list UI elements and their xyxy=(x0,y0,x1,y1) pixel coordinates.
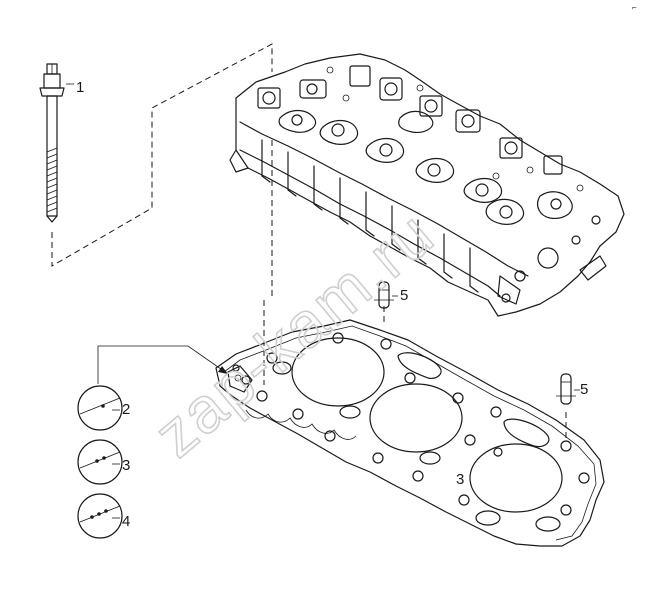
dowel-pin-left xyxy=(374,281,398,309)
gasket-variant-3-notch xyxy=(77,493,123,539)
watermark: zap-kam.ru xyxy=(141,197,448,471)
callout-dowel-right: 5 xyxy=(580,381,588,398)
cylinder-head xyxy=(229,53,625,317)
callout-gasket-variant-b: 3 xyxy=(122,457,130,474)
callout-gasket-variant-c: 4 xyxy=(122,513,130,530)
gasket-variant-2-notch xyxy=(77,439,123,485)
callout-gasket-variant-a: 2 xyxy=(122,401,130,418)
assembly-dashed-lines xyxy=(51,43,567,440)
callout-bolt: 1 xyxy=(76,79,84,96)
head-bolt xyxy=(39,63,74,223)
dowel-pin-right xyxy=(556,373,580,405)
gasket-variant-1-notch xyxy=(77,385,123,431)
gasket-leader xyxy=(97,345,229,384)
callout-dowel-left: 5 xyxy=(400,287,408,304)
corner-mark: ⌐ xyxy=(632,3,637,12)
head-gasket: 3 xyxy=(215,319,605,547)
gasket-cylinder-mark: 3 xyxy=(456,471,464,488)
